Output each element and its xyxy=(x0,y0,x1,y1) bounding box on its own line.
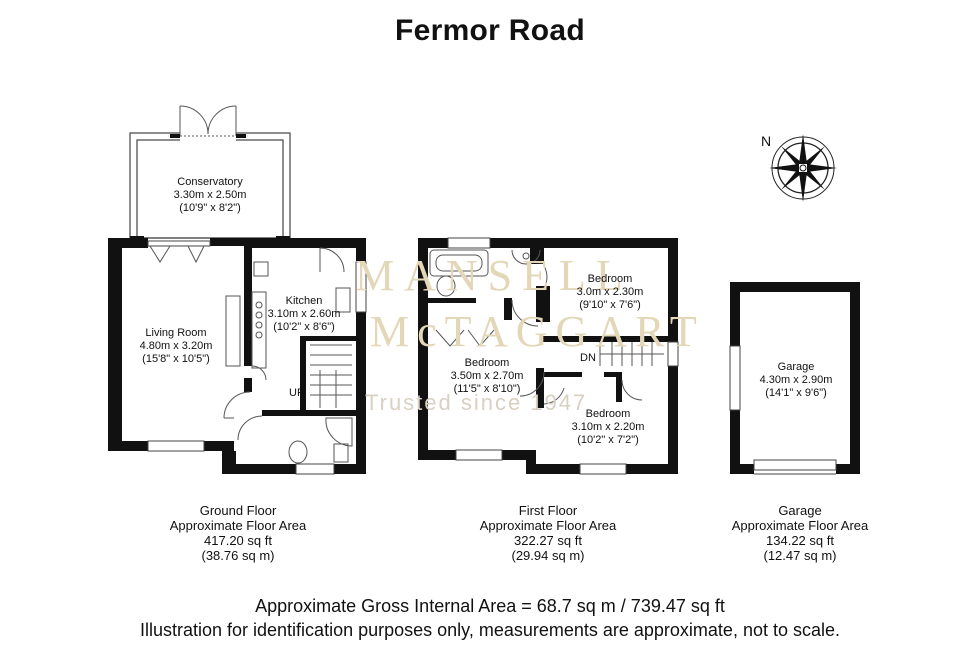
stairs-up-label: UP xyxy=(289,387,305,399)
room-size-imperial: (15'8" x 10'5") xyxy=(142,353,210,365)
floor-area-garage: Garage Approximate Floor Area 134.22 sq … xyxy=(710,503,890,563)
compass-north-label: N xyxy=(761,133,772,149)
floor-area-heading: Approximate Floor Area xyxy=(169,518,307,533)
floor-area-first: First Floor Approximate Floor Area 322.2… xyxy=(458,503,638,563)
page-title: Fermor Road xyxy=(395,14,585,47)
room-label-bedroom-2: Bedroom 3.50m x 2.70m (11'5" x 8'10") xyxy=(437,357,537,396)
disclaimer-text: Illustration for identification purposes… xyxy=(139,620,841,640)
room-name: Conservatory xyxy=(177,176,243,188)
room-size-metric: 3.10m x 2.60m xyxy=(267,308,341,320)
room-name: Bedroom xyxy=(464,357,510,369)
room-size-imperial: (14'1" x 9'6") xyxy=(765,387,827,399)
room-size-metric: 3.0m x 2.30m xyxy=(576,286,644,298)
room-size-metric: 4.30m x 2.90m xyxy=(759,374,833,386)
floor-area-heading: Approximate Floor Area xyxy=(479,518,617,533)
room-label-kitchen: Kitchen 3.10m x 2.60m (10'2" x 8'6") xyxy=(262,295,346,334)
room-name: Bedroom xyxy=(587,273,633,285)
ground-floor-stairs xyxy=(310,344,352,408)
floor-area-heading: Approximate Floor Area xyxy=(731,518,869,533)
ground-floor-windows xyxy=(147,240,367,475)
room-size-imperial: (10'2" x 8'6") xyxy=(273,321,335,333)
room-name: Living Room xyxy=(145,327,207,339)
floor-area-ground: Ground Floor Approximate Floor Area 417.… xyxy=(148,503,328,563)
conservatory-french-doors xyxy=(179,105,237,137)
stairs-down-label: DN xyxy=(580,352,596,364)
ground-floor-plan xyxy=(108,105,367,475)
floor-area-sqft: 322.27 sq ft xyxy=(514,533,582,548)
room-size-imperial: (11'5" x 8'10") xyxy=(453,383,521,395)
floor-area-sqft: 417.20 sq ft xyxy=(204,533,272,548)
first-floor-stairs xyxy=(599,342,664,366)
room-label-bedroom-3: Bedroom 3.10m x 2.20m (10'2" x 7'2") xyxy=(558,408,658,447)
floor-area-sqft: 134.22 sq ft xyxy=(766,533,834,548)
floor-name: First Floor xyxy=(518,503,578,518)
room-size-imperial: (10'2" x 7'2") xyxy=(577,434,639,446)
floor-area-sqm: (38.76 sq m) xyxy=(201,548,275,563)
bathroom-fixtures xyxy=(429,249,541,297)
floor-name: Garage xyxy=(778,503,822,518)
room-label-conservatory: Conservatory 3.30m x 2.50m (10'9" x 8'2"… xyxy=(160,176,260,215)
first-floor-doors xyxy=(435,265,643,405)
room-label-garage: Garage 4.30m x 2.90m (14'1" x 9'6") xyxy=(746,361,846,400)
room-name: Bedroom xyxy=(585,408,631,420)
first-floor-plan xyxy=(418,237,679,475)
floor-area-sqm: (12.47 sq m) xyxy=(763,548,837,563)
room-size-metric: 3.10m x 2.20m xyxy=(571,421,645,433)
room-size-imperial: (10'9" x 8'2") xyxy=(179,202,241,214)
garage-plan xyxy=(729,282,860,475)
room-label-bedroom-1: Bedroom 3.0m x 2.30m (9'10" x 7'6") xyxy=(560,273,660,312)
kitchen-fixtures xyxy=(225,261,351,369)
room-size-metric: 3.30m x 2.50m xyxy=(173,189,247,201)
first-floor-windows xyxy=(447,237,679,475)
room-name: Garage xyxy=(777,361,815,373)
floor-area-sqm: (29.94 sq m) xyxy=(511,548,585,563)
compass-rose xyxy=(769,134,837,202)
ground-floor-doors xyxy=(149,245,345,441)
room-size-imperial: (9'10" x 7'6") xyxy=(579,299,641,311)
wc-fixtures xyxy=(288,417,353,464)
garage-openings xyxy=(729,345,837,471)
room-label-living-room: Living Room 4.80m x 3.20m (15'8" x 10'5"… xyxy=(126,327,226,366)
room-size-metric: 3.50m x 2.70m xyxy=(450,370,524,382)
room-name: Kitchen xyxy=(285,295,323,307)
room-size-metric: 4.80m x 3.20m xyxy=(139,340,213,352)
gross-internal-area: Approximate Gross Internal Area = 68.7 s… xyxy=(255,596,725,616)
floor-name: Ground Floor xyxy=(199,503,277,518)
